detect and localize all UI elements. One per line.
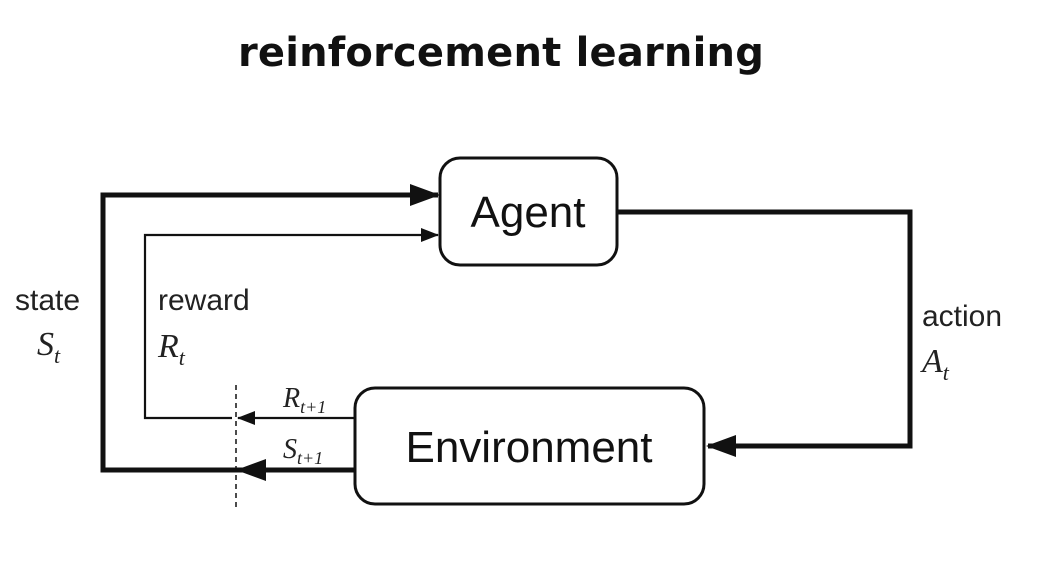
reward-label: reward [158,284,250,317]
diagram-title: reinforcement learning [237,30,765,76]
environment-node: Environment [353,386,706,506]
state-label: state [15,284,80,317]
state-edge [100,184,440,473]
agent-label: Agent [471,188,586,237]
next-reward-symbol: Rt+1 [282,383,326,417]
action-symbol: At [920,343,950,385]
action-edge [617,209,913,457]
environment-label: Environment [405,423,652,472]
agent-node: Agent [438,156,619,267]
reward-edge [143,228,439,420]
action-label: action [922,300,1002,333]
state-symbol: St [37,326,61,368]
next-state-symbol: St+1 [283,434,323,468]
reward-symbol: Rt [157,328,186,370]
